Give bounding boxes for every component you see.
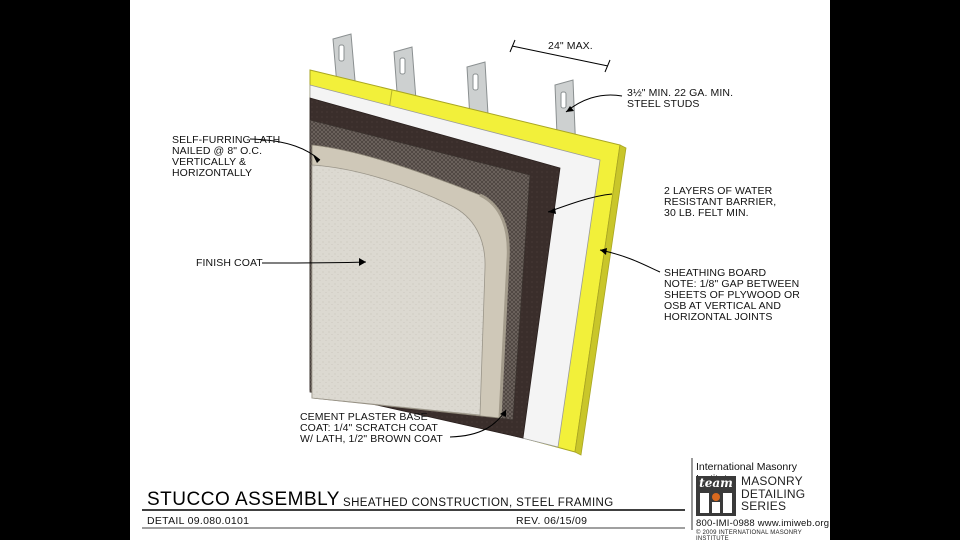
steel-stud <box>393 46 417 106</box>
leader-lath <box>249 138 321 161</box>
callout-base-coat: CEMENT PLASTER BASE COAT: 1/4" SCRATCH C… <box>300 411 443 445</box>
leader-sheathing <box>599 249 661 273</box>
callout-sheathing: SHEATHING BOARD NOTE: 1/8" GAP BETWEEN S… <box>664 267 800 323</box>
drawing-sheet: 24" MAX. 3½" MIN. 22 GA. MIN. STEEL STUD… <box>130 0 830 540</box>
callout-lath: SELF-FURRING LATH NAILED @ 8" O.C. VERTI… <box>172 134 281 179</box>
sheathing-board-edge <box>574 144 627 456</box>
page-title: STUCCO ASSEMBLY <box>147 489 340 510</box>
arrowhead <box>566 106 574 112</box>
series-name: MASONRY DETAILING SERIES <box>741 474 806 513</box>
arrowhead <box>500 410 506 417</box>
arrowhead <box>313 155 320 163</box>
callout-finish-coat: FINISH COAT <box>196 257 263 269</box>
callout-barrier: 2 LAYERS OF WATER RESISTANT BARRIER, 30 … <box>664 185 777 219</box>
detail-number: DETAIL 09.080.0101 <box>147 515 250 527</box>
page-subtitle: SHEATHED CONSTRUCTION, STEEL FRAMING <box>343 497 614 509</box>
arrowhead <box>600 248 607 255</box>
team-logo-icon: team <box>696 476 736 516</box>
dimension-line <box>509 39 611 73</box>
leader-finish <box>261 261 367 264</box>
base-coat-edge <box>479 193 510 419</box>
callout-steel-studs: 3½" MIN. 22 GA. MIN. STEEL STUDS <box>627 87 734 110</box>
contact-info: 800-IMI-0988 www.imiweb.org <box>696 518 830 529</box>
arrowhead <box>359 258 366 266</box>
revision-date: REV. 06/15/09 <box>516 515 588 527</box>
team-logo-mark <box>700 493 732 513</box>
finish-coat <box>311 164 486 416</box>
dimension-label: 24" MAX. <box>548 40 593 52</box>
imi-logo: team MASONRY DETAILING SERIES <box>696 474 824 518</box>
assembly-illustration <box>142 33 693 530</box>
team-logo-text: team <box>699 476 733 490</box>
copyright-notice: © 2009 INTERNATIONAL MASONRY INSTITUTE <box>696 530 802 540</box>
arrowhead <box>548 208 556 214</box>
